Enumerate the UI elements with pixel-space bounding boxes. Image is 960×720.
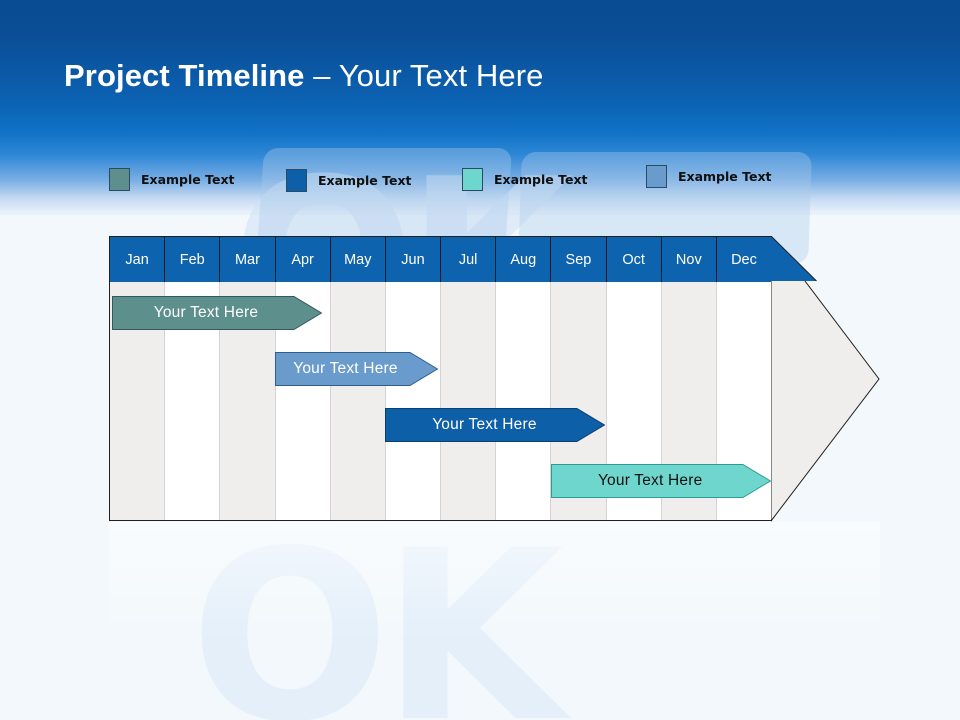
timeline-bar-3[interactable]: Your Text Here [551, 464, 772, 498]
legend-swatch-icon-0 [109, 168, 130, 191]
month-header-dec[interactable]: Dec [716, 237, 771, 282]
legend-swatch-icon-3 [646, 165, 667, 188]
legend: Example Text Example Text Example Text Exam… [0, 160, 960, 200]
bar-label-1: Your Text Here [293, 360, 398, 377]
legend-swatch-icon-1 [286, 169, 307, 192]
legend-swatch-icon-2 [462, 168, 483, 191]
page-title-strong: Project Timeline [64, 58, 305, 93]
legend-label-3: Example Text [678, 169, 772, 184]
month-header-apr[interactable]: Apr [275, 237, 331, 282]
timeline-arrow-head [771, 236, 880, 522]
month-header-jan[interactable]: Jan [110, 237, 166, 282]
grid-column-jul [441, 237, 497, 520]
grid-column-jan [110, 237, 166, 520]
watermark-ok-bottom: OK [190, 501, 564, 720]
page-title-light: – Your Text Here [304, 58, 544, 93]
month-header-aug[interactable]: Aug [496, 237, 552, 282]
grid-column-jun [386, 237, 442, 520]
month-header-oct[interactable]: Oct [606, 237, 662, 282]
month-header-may[interactable]: May [330, 237, 386, 282]
timeline-bar-0[interactable]: Your Text Here [112, 296, 322, 330]
month-header-nov[interactable]: Nov [661, 237, 717, 282]
bar-shape-2 [385, 408, 606, 442]
month-header-feb[interactable]: Feb [165, 237, 221, 282]
grid-column-feb [165, 237, 221, 520]
legend-item-0[interactable]: Example Text [109, 168, 235, 191]
bar-shape-0 [112, 296, 322, 330]
month-header-jun[interactable]: Jun [385, 237, 442, 282]
page-title: Project Timeline – Your Text Here [64, 58, 543, 94]
month-header-sep[interactable]: Sep [551, 237, 607, 282]
grid-column-oct [607, 237, 662, 520]
bar-shape-1 [274, 352, 438, 386]
bar-label-2: Your Text Here [432, 416, 537, 433]
legend-label-2: Example Text [494, 172, 588, 187]
legend-item-2[interactable]: Example Text [462, 168, 588, 191]
legend-item-1[interactable]: Example Text [286, 169, 412, 192]
month-header-jul[interactable]: Jul [441, 237, 497, 282]
bar-label-3: Your Text Here [597, 472, 703, 489]
timeline-bar-2[interactable]: Your Text Here [385, 408, 606, 442]
bar-shape-3 [551, 464, 772, 498]
legend-item-3[interactable]: Example Text [646, 165, 772, 188]
timeline-bar-1[interactable]: Your Text Here [274, 352, 438, 386]
grid-column-aug [496, 237, 552, 520]
month-header-mar[interactable]: Mar [220, 237, 276, 282]
legend-label-0: Example Text [141, 172, 235, 187]
legend-label-1: Example Text [318, 173, 412, 188]
bar-label-0: Your Text Here [153, 304, 259, 321]
